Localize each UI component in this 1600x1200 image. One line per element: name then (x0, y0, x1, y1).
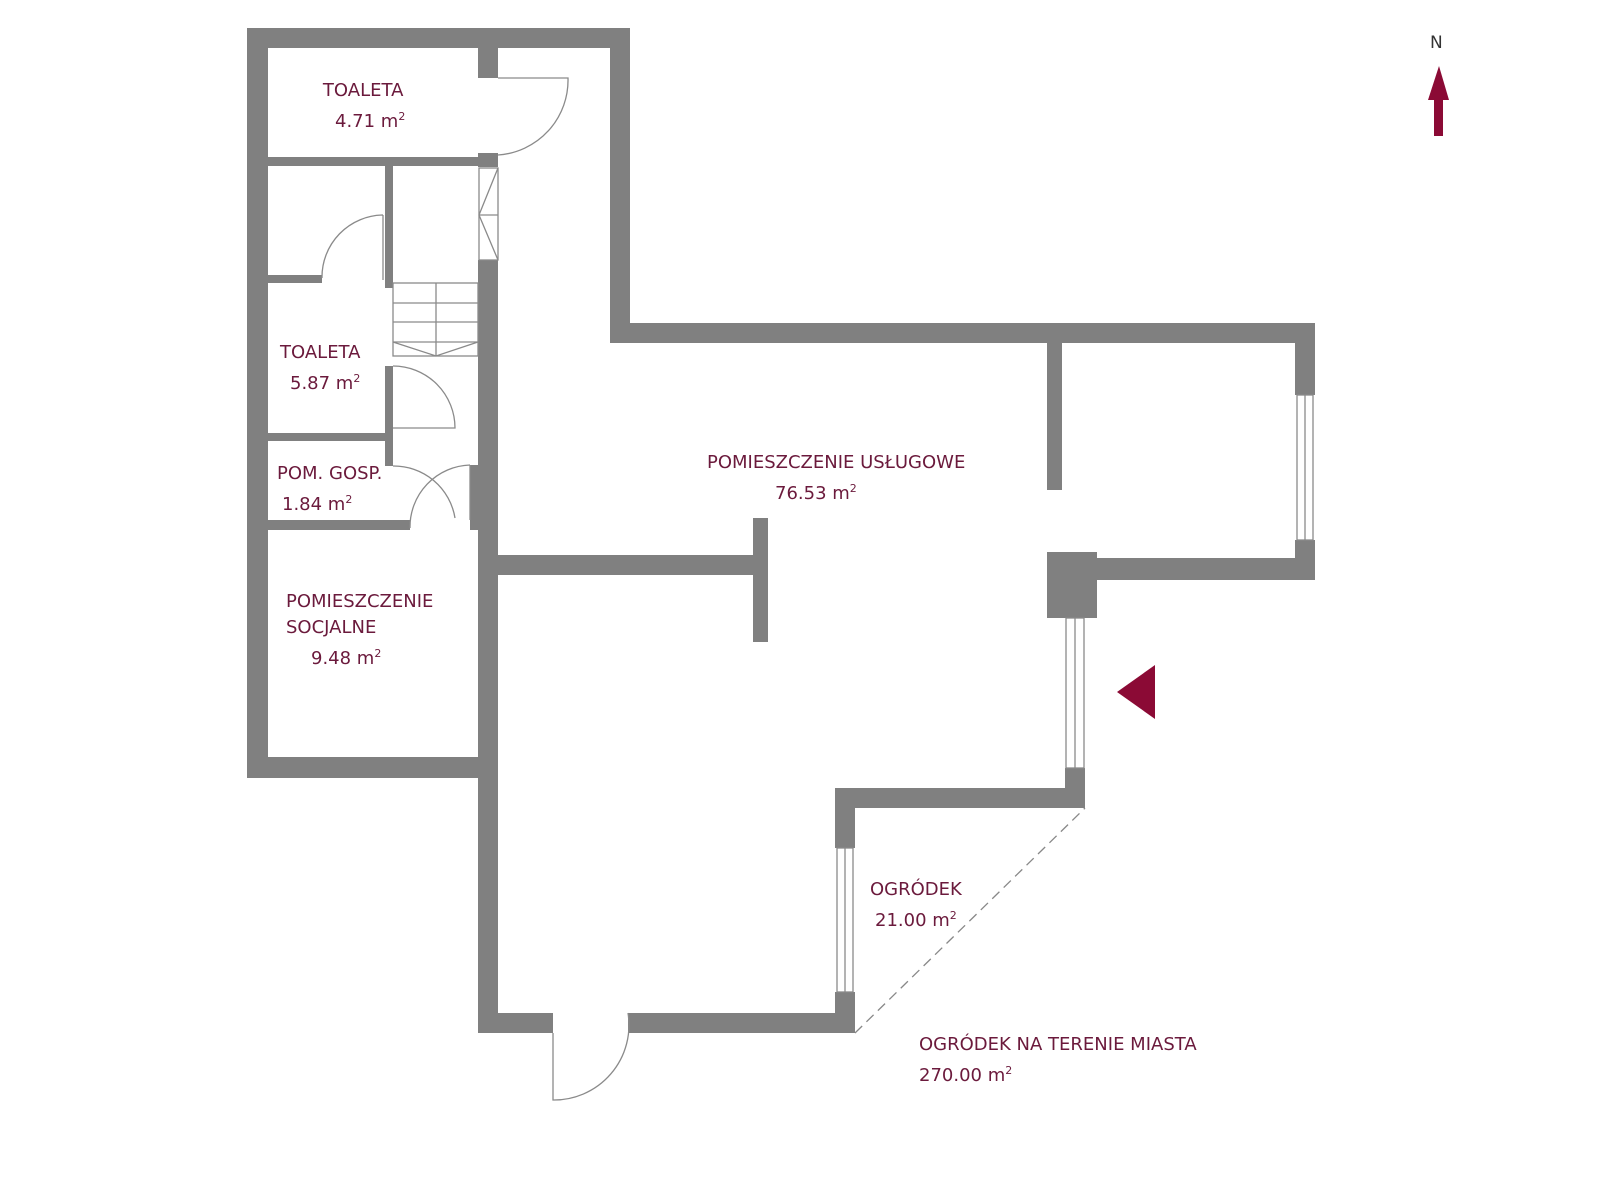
room-name: OGRÓDEK (870, 879, 962, 900)
room-name: SOCJALNE (286, 617, 377, 638)
room-name: POMIESZCZENIE (286, 591, 434, 612)
room-name: POM. GOSP. (277, 463, 383, 484)
room-name: POMIESZCZENIE USŁUGOWE (707, 452, 966, 473)
room-name: TOALETA (322, 80, 404, 101)
room-label-ogrodek-miasta: OGRÓDEK NA TERENIE MIASTA 270.00 m2 (919, 1032, 1197, 1089)
windows (836, 394, 1314, 993)
room-name: TOALETA (280, 342, 361, 363)
room-label-ogrodek: OGRÓDEK 21.00 m2 (870, 877, 962, 934)
room-area: 270.00 m2 (919, 1064, 1013, 1086)
room-label-uslugowe: POMIESZCZENIE USŁUGOWE 76.53 m2 (707, 450, 965, 507)
doors (321, 77, 630, 1101)
compass-label: N (1430, 33, 1443, 53)
entrance-marker-icon (1117, 665, 1155, 719)
room-label-toaleta-1: TOALETA 4.71 m2 (321, 78, 405, 135)
room-area: 76.53 m2 (775, 482, 857, 504)
room-label-pom-gosp: POM. GOSP. 1.84 m2 (277, 461, 382, 518)
room-area: 9.48 m2 (311, 647, 382, 669)
walls (247, 28, 1315, 1033)
garden-boundary (854, 807, 1086, 1034)
room-name: OGRÓDEK NA TERENIE MIASTA (919, 1034, 1197, 1055)
room-label-socjalne: POMIESZCZENIE SOCJALNE 9.48 m2 (286, 589, 433, 672)
room-area: 21.00 m2 (875, 909, 957, 931)
room-area: 1.84 m2 (282, 493, 353, 515)
room-area: 4.71 m2 (335, 110, 406, 132)
stairs (392, 167, 499, 357)
room-area: 5.87 m2 (290, 372, 361, 394)
north-arrow-icon (1428, 66, 1449, 136)
room-label-toaleta-2: TOALETA 5.87 m2 (280, 340, 360, 397)
